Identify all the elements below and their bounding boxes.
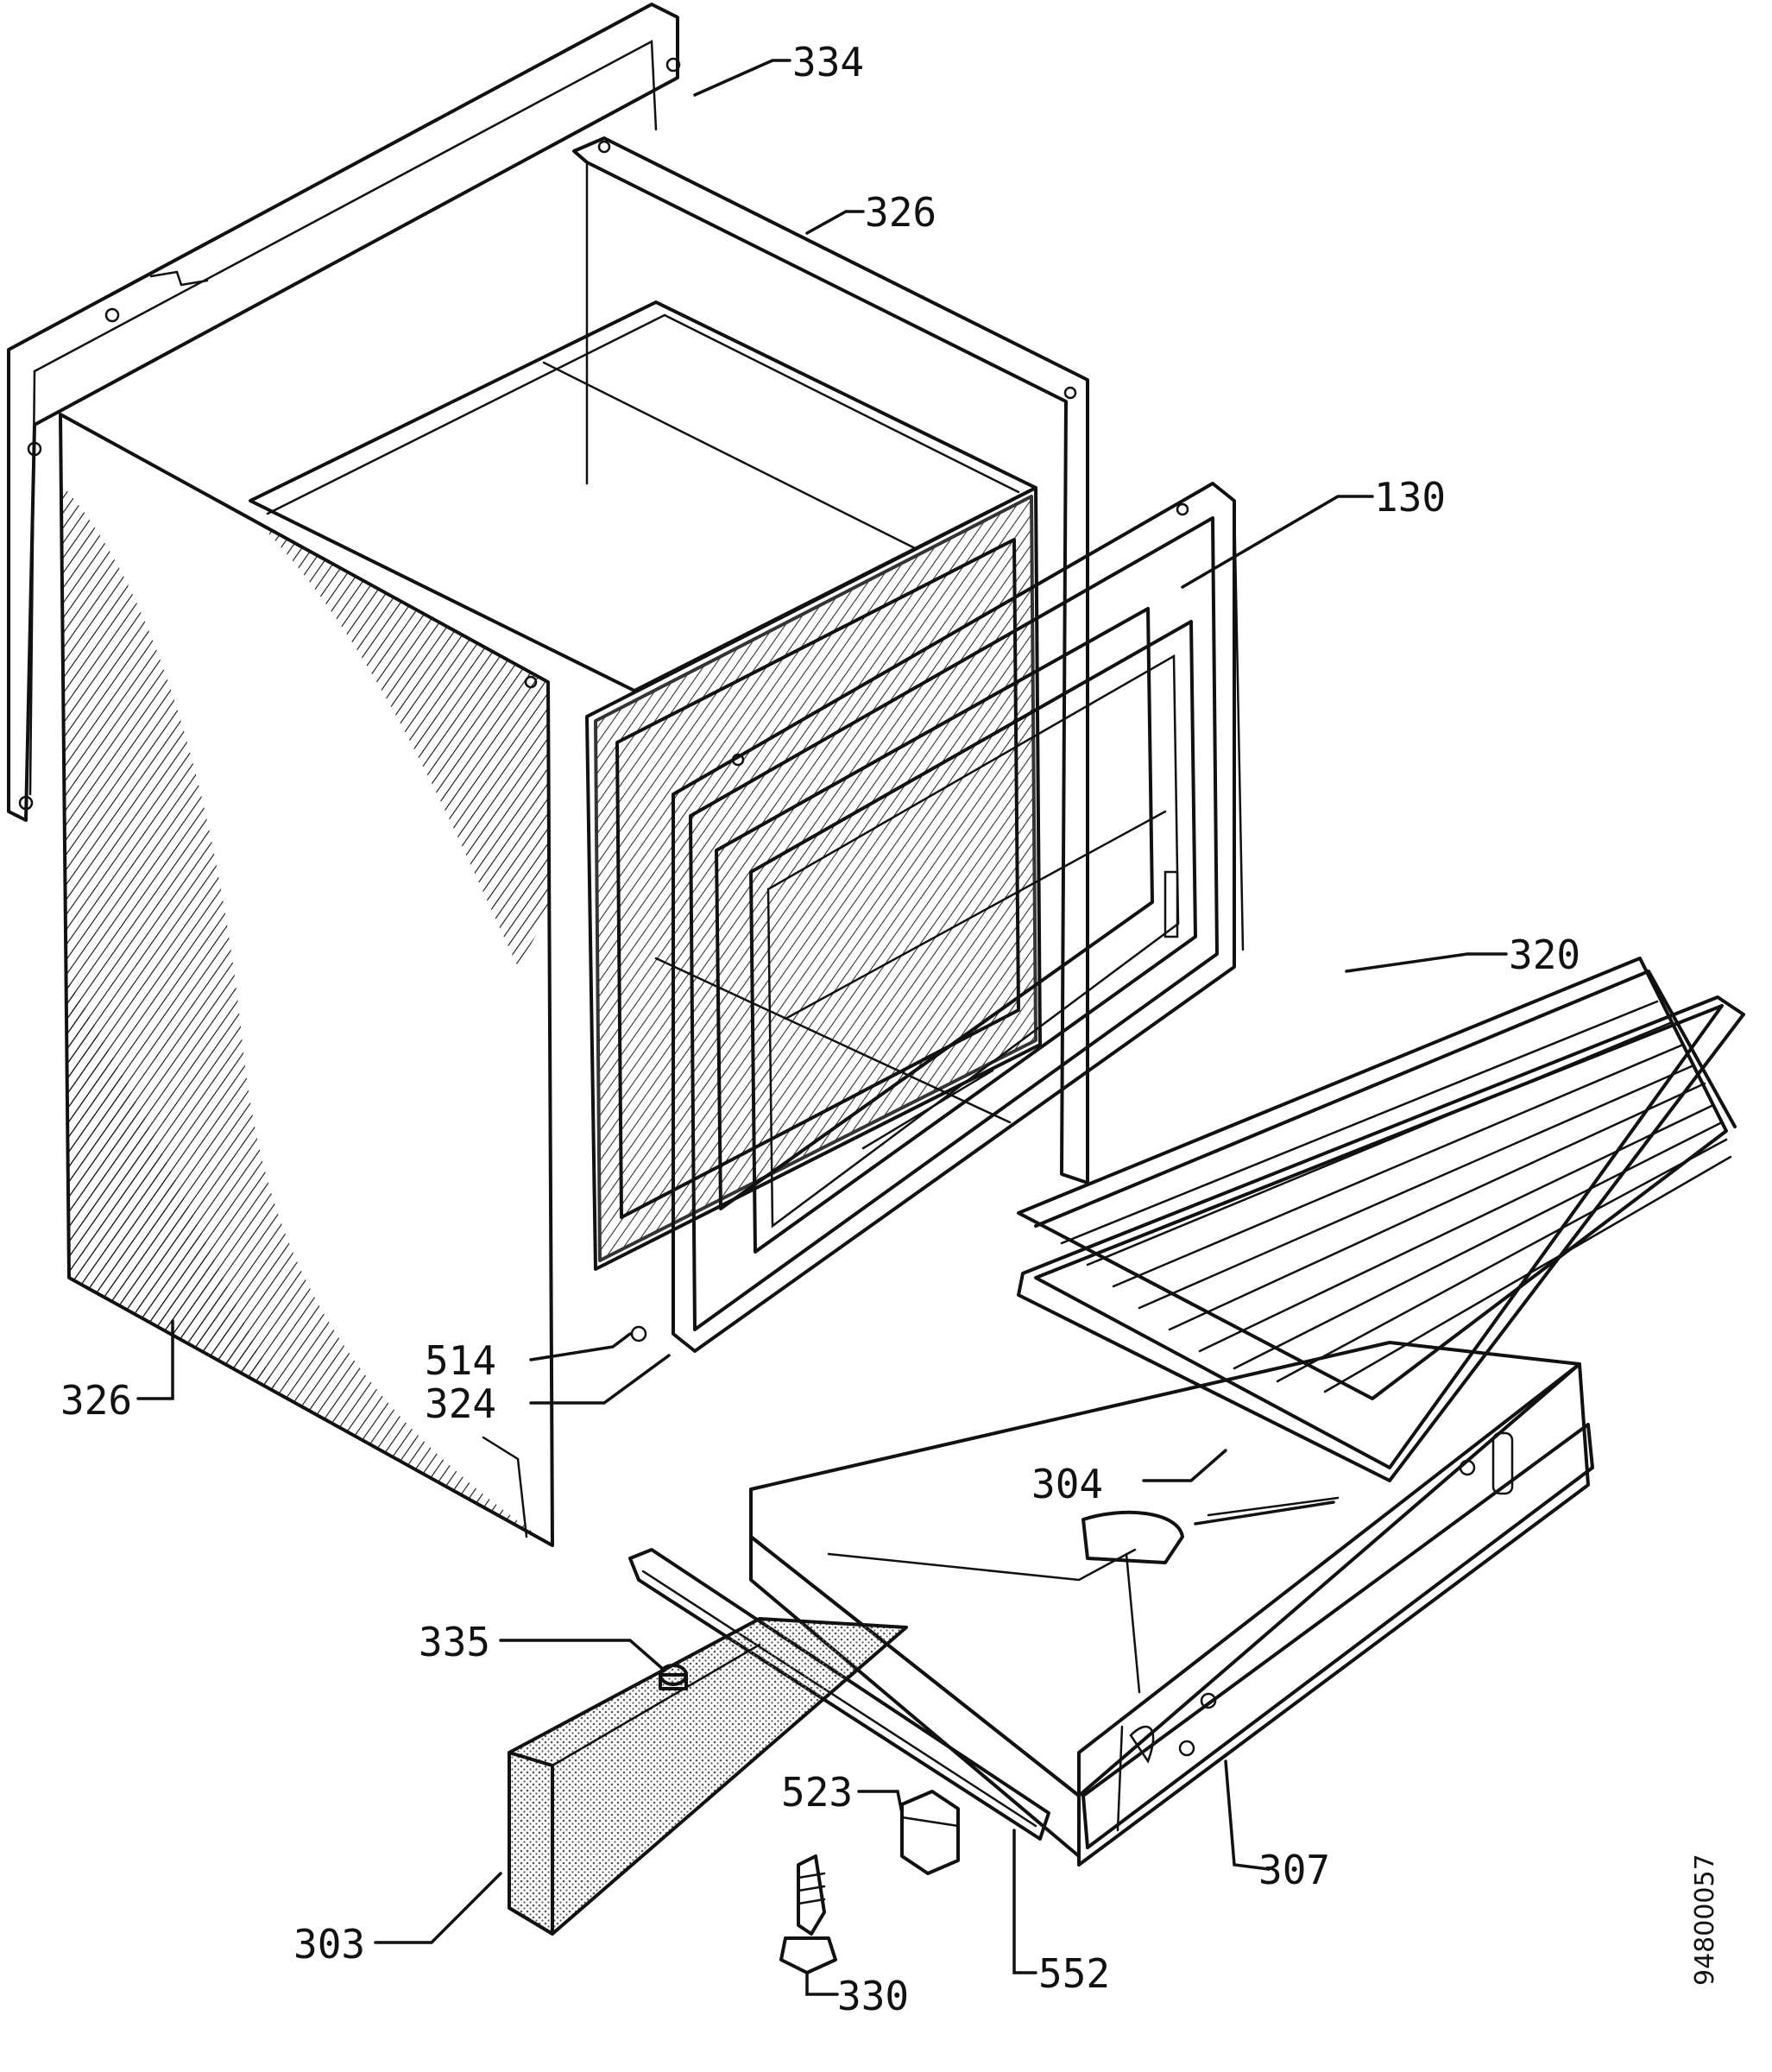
back-panel-334: [7, 3, 681, 822]
screw-335: [659, 1664, 688, 1690]
label-324: 324: [425, 1380, 496, 1427]
rear-panel-326: [572, 136, 1089, 1184]
drawing-code: 94800057: [1690, 1854, 1720, 1986]
label-307: 307: [1258, 1847, 1330, 1893]
label-334: 334: [792, 39, 864, 85]
label-130: 130: [1374, 474, 1446, 521]
drawer-307: [749, 1341, 1594, 1867]
label-335: 335: [419, 1619, 490, 1665]
wire-shelf-320: [1017, 957, 1737, 1400]
tray-304: [1017, 995, 1745, 1482]
side-panel-326: [59, 413, 647, 1547]
label-320: 320: [1509, 932, 1580, 978]
label-304: 304: [1031, 1461, 1103, 1507]
part-labels: 334 326 130 320 514 324 326 304 335 523 …: [60, 39, 1580, 2019]
label-326-left: 326: [60, 1377, 132, 1424]
label-552: 552: [1038, 1950, 1110, 1997]
leader-lines: [136, 59, 1508, 1996]
label-326-top: 326: [865, 189, 936, 236]
oven-cavity: [249, 300, 1042, 1271]
label-514: 514: [425, 1337, 496, 1384]
label-303: 303: [293, 1921, 365, 1968]
foot-330: [779, 1854, 837, 1974]
label-523: 523: [781, 1769, 853, 1816]
clip-523: [900, 1790, 960, 1875]
rail-552: [628, 1548, 1050, 1841]
kick-plate-303: [508, 1617, 908, 1936]
label-330: 330: [837, 1973, 909, 2019]
door-frame-130: [672, 482, 1245, 1353]
